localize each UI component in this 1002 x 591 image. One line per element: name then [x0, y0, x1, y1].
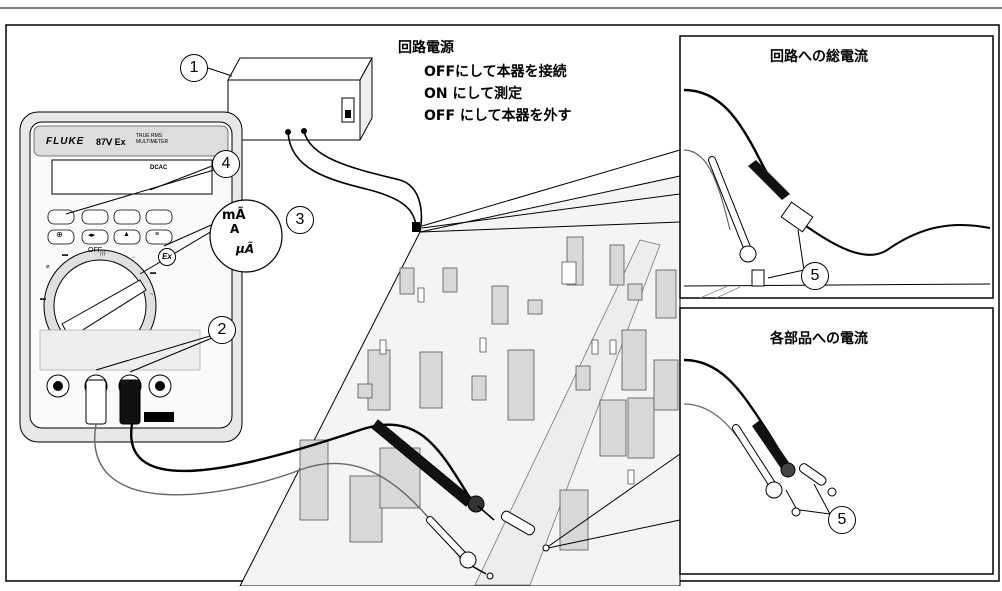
- component-current-title: 各部品への電流: [770, 328, 868, 348]
- power-supply-title: 回路電源: [398, 38, 454, 58]
- svg-text:~: ~: [150, 292, 154, 298]
- circuit-board: [240, 176, 680, 586]
- power-step-text: にして本器を接続: [455, 64, 567, 80]
- display-mode-label: DCAC: [150, 165, 167, 171]
- power-step-key: ON: [424, 86, 448, 102]
- callout-4: 4: [212, 150, 240, 178]
- button-label: ◂▸: [88, 231, 95, 239]
- power-step-text: にして測定: [448, 86, 522, 102]
- meter-display: [52, 160, 212, 194]
- power-step-2: ON にして測定: [424, 84, 522, 104]
- meter-brand: FLUKE: [46, 136, 84, 147]
- inset-total-current: [680, 36, 993, 298]
- callout-5-component: 5: [828, 506, 856, 534]
- callout-3: 3: [286, 206, 314, 234]
- total-current-title: 回路への総電流: [770, 46, 868, 66]
- range-zoom-circle: [210, 200, 282, 272]
- black-plug: [120, 380, 140, 424]
- range-ma-label: mÃ: [222, 208, 246, 223]
- svg-text:▬: ▬: [62, 252, 68, 258]
- power-step-key: OFF: [424, 64, 455, 80]
- svg-text:▬: ▬: [150, 270, 156, 276]
- multimeter: ⌀▬· ))) ·→ ▬~▬: [20, 112, 242, 442]
- power-step-text: にして本器を外す: [455, 108, 571, 124]
- callout-1: 1: [180, 54, 208, 82]
- range-a-label: A: [230, 222, 239, 236]
- meter-button: [48, 210, 74, 224]
- callout-5-total: 5: [801, 262, 829, 290]
- range-ua-label: µÃ: [236, 242, 254, 256]
- svg-text:→: →: [130, 254, 136, 260]
- power-supply-box: [228, 58, 372, 140]
- meter-subtitle: TRUE RMS MULTIMETER: [136, 133, 168, 145]
- button-label: ≡: [155, 231, 159, 238]
- button-label: ▲: [123, 231, 130, 238]
- callout-2: 2: [208, 316, 236, 344]
- power-step-3: OFF にして本器を外す: [424, 106, 572, 126]
- power-step-1: OFFにして本器を接続: [424, 62, 567, 82]
- svg-text:⌀: ⌀: [46, 264, 50, 270]
- power-step-key: OFF: [424, 108, 455, 124]
- meter-subtitle-line2: MULTIMETER: [136, 139, 168, 145]
- meter-button: [82, 210, 108, 224]
- white-plug: [86, 380, 106, 424]
- ex-mark-text: Ex: [162, 252, 172, 261]
- button-label: ⊕: [56, 230, 63, 239]
- break-point: [412, 222, 420, 232]
- meter-model: 87Ⅴ Ex: [96, 137, 126, 148]
- meter-button: [114, 210, 140, 224]
- meter-button: [146, 210, 172, 224]
- dial-off-label: OFF: [88, 247, 102, 254]
- ex-mark-icon: Ex: [158, 248, 176, 266]
- svg-text:▬: ▬: [40, 296, 46, 302]
